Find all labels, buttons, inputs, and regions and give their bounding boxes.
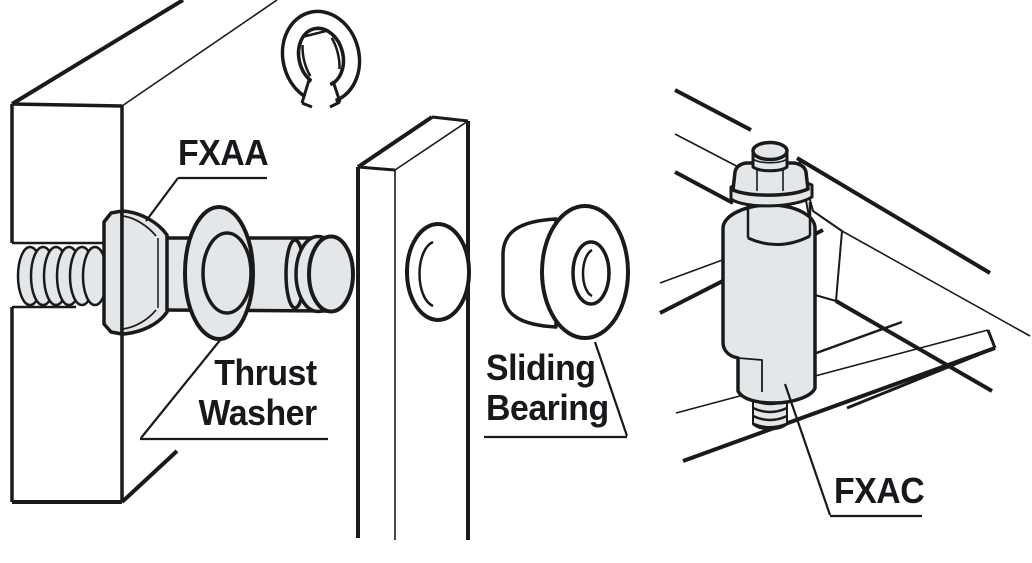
fxaa-hex-nut <box>102 209 169 336</box>
frame-members <box>659 88 1031 463</box>
label-thrust-washer: Thrust Washer <box>140 352 318 433</box>
fxac-cylinder <box>721 203 817 405</box>
label-sliding-bearing-line1: Sliding <box>486 347 596 388</box>
label-sliding-bearing: Sliding Bearing <box>486 348 609 428</box>
plate-side-bottom-edge <box>120 449 179 504</box>
bearing-bore-arc <box>581 248 593 298</box>
pivot-hole <box>405 222 471 322</box>
thrust-washer <box>183 205 255 341</box>
pin-end-face <box>307 234 355 314</box>
fxac-thread-stud <box>752 395 788 431</box>
fxac-top-stud <box>751 140 789 173</box>
label-fxac: FXAC <box>834 470 925 511</box>
label-sliding-bearing-line2: Bearing <box>486 387 609 428</box>
fxac-pin-assembly <box>721 140 817 431</box>
nut-body <box>120 209 169 336</box>
fxac-leader <box>783 383 832 516</box>
thrust-washer-leader <box>140 338 222 439</box>
label-thrust-washer-line2: Washer <box>198 392 318 433</box>
retaining-ring <box>280 9 362 109</box>
pin-thread-coils <box>16 245 109 307</box>
plate-top-face <box>12 0 277 106</box>
label-thrust-washer-line1: Thrust <box>214 352 317 393</box>
bearing-body <box>501 217 558 329</box>
bearing-bore <box>571 240 611 306</box>
sliding-bearing <box>501 204 630 340</box>
label-fxaa: FXAA <box>178 132 269 173</box>
fxaa-leader <box>145 177 179 222</box>
fxac-cylinder-slot <box>737 357 763 392</box>
label-leaders <box>140 176 922 518</box>
sliding-bearing-leader <box>593 341 629 437</box>
washer-bore <box>201 231 253 315</box>
pivot-plate <box>356 115 471 540</box>
pivot-hole-bore-arc <box>418 240 434 308</box>
fxac-counterbore <box>746 202 812 247</box>
nut-left-face <box>102 209 124 336</box>
pin-end <box>284 234 355 314</box>
